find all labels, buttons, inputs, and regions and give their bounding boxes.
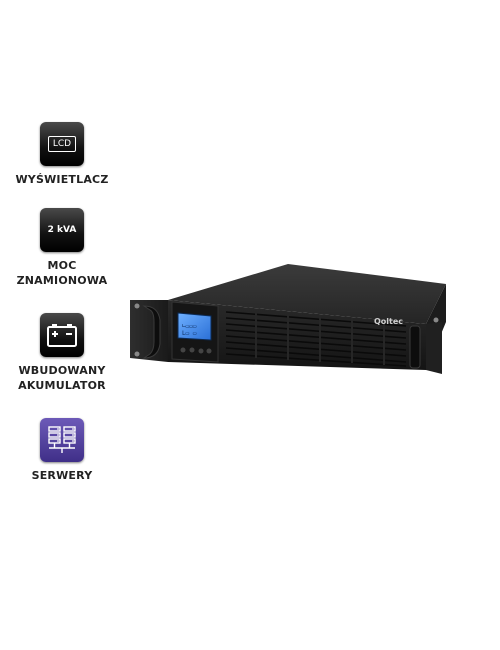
lcd-badge-text: LCD: [47, 136, 77, 152]
lcd-screen: [177, 312, 212, 341]
panel-button: [189, 347, 195, 353]
panel-button: [198, 348, 204, 354]
feature-power-rating: 2 kVA MOC ZNAMIONOWA: [0, 208, 124, 288]
left-handle: [142, 305, 161, 359]
feature-label-display: WYŚWIETLACZ: [0, 172, 124, 187]
right-handle: [409, 325, 421, 369]
lcd-screen-readout: ∟▭▭▭: [182, 323, 197, 330]
panel-button: [206, 348, 212, 354]
feature-label-line: WBUDOWANY: [18, 364, 106, 377]
feature-label-line: SERWERY: [31, 469, 93, 482]
feature-lcd: LCD WYŚWIETLACZ: [0, 122, 124, 187]
ups-product-image: ∟▭▭▭ L▭ ▭ Qoltec: [128, 262, 448, 394]
left-ear-screw: [134, 303, 140, 309]
ups-rack-unit: ∟▭▭▭ L▭ ▭ Qoltec: [130, 264, 446, 374]
feature-battery: WBUDOWANY AKUMULATOR: [0, 313, 124, 393]
battery-badge: [40, 313, 84, 357]
grille-dividers: [255, 310, 385, 365]
feature-label-line: AKUMULATOR: [18, 379, 106, 392]
battery-icon: [47, 324, 77, 347]
ups-top-surface: [168, 264, 446, 324]
right-ear-screw: [433, 317, 439, 323]
power-rating-badge: 2 kVA: [40, 208, 84, 252]
panel-button: [180, 347, 186, 353]
brand-logo: Qoltec: [374, 317, 403, 326]
feature-label-power: MOC ZNAMIONOWA: [0, 258, 124, 288]
left-ear-screw: [134, 351, 140, 357]
feature-label-servers: SERWERY: [0, 468, 124, 483]
right-rack-ear: [426, 322, 442, 374]
lcd-screen-readout: L▭ ▭: [182, 330, 197, 337]
server-rack-icon: [48, 426, 76, 453]
feature-label-line: MOC: [47, 259, 77, 272]
power-rating-badge-text: 2 kVA: [47, 225, 77, 235]
feature-label-battery: WBUDOWANY AKUMULATOR: [0, 363, 124, 393]
feature-label-line: WYŚWIETLACZ: [15, 173, 109, 186]
servers-badge: [40, 418, 84, 462]
lcd-badge: LCD: [40, 122, 84, 166]
feature-label-line: ZNAMIONOWA: [16, 274, 108, 287]
feature-servers: SERWERY: [0, 418, 124, 483]
